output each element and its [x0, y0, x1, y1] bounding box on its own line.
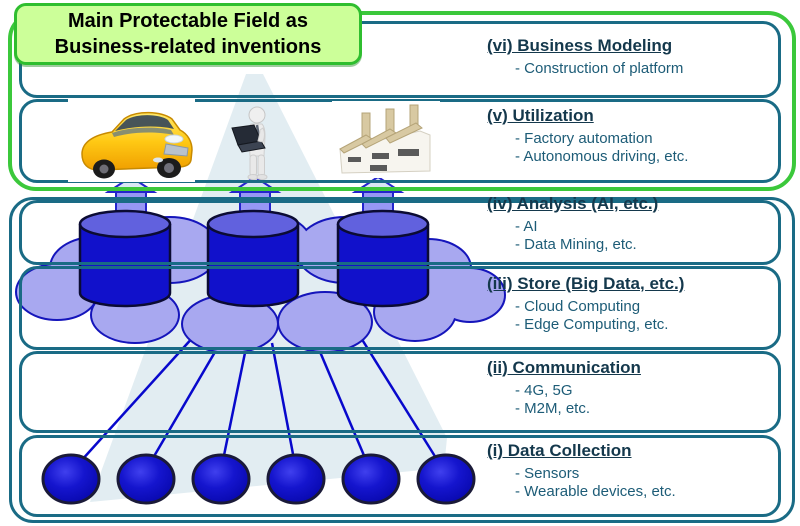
database-cylinder-group	[78, 209, 430, 308]
layer-item: - M2M, etc.	[515, 400, 591, 417]
layer-item: - Factory automation	[515, 130, 653, 147]
layer-label-analysis: (iv) Analysis (AI, etc.) - AI - Data Min…	[487, 194, 787, 254]
car-image	[68, 98, 195, 182]
sensor-node-icon	[416, 453, 476, 505]
layer-box-communication	[19, 351, 781, 433]
sensor-node-icon	[116, 453, 176, 505]
factory-image	[332, 101, 440, 178]
layer-box-utilization	[19, 99, 781, 183]
connection-lines	[70, 332, 448, 475]
sensor-node-icon	[191, 453, 251, 505]
layer-box-store	[19, 266, 781, 350]
banner-line-2: Business-related inventions	[54, 36, 322, 58]
layer-title: (ii) Communication	[487, 358, 641, 377]
main-protectable-banner: Main Protectable Field as Business-relat…	[14, 3, 362, 65]
layer-item: - Construction of platform	[515, 60, 684, 77]
layer-label-utilization: (v) Utilization - Factory automation - A…	[487, 106, 787, 166]
layer-title: (i) Data Collection	[487, 441, 632, 460]
layer-box-data-collection	[19, 435, 781, 517]
sensor-node-icon	[41, 453, 101, 505]
lower-layers-outer-frame	[9, 197, 795, 523]
layer-label-communication: (ii) Communication - 4G, 5G - M2M, etc.	[487, 358, 787, 418]
layer-label-business-modeling: (vi) Business Modeling - Construction of…	[487, 36, 787, 78]
layer-item: - Data Mining, etc.	[515, 236, 637, 253]
layer-item: - 4G, 5G	[515, 382, 573, 399]
database-cylinder-icon	[78, 209, 172, 308]
layer-box-analysis	[19, 200, 781, 265]
layer-item: - Edge Computing, etc.	[515, 316, 669, 333]
database-cylinder-icon	[206, 209, 300, 308]
layer-label-store: (iii) Store (Big Data, etc.) - Cloud Com…	[487, 274, 787, 334]
layer-item: - AI	[515, 218, 538, 235]
layer-title: (vi) Business Modeling	[487, 36, 673, 55]
layer-title: (iii) Store (Big Data, etc.)	[487, 274, 685, 293]
layer-item: - Wearable devices, etc.	[515, 483, 676, 500]
banner-line-1: Main Protectable Field as	[67, 10, 309, 32]
database-cylinder-icon	[336, 209, 430, 308]
layer-title: (v) Utilization	[487, 106, 594, 125]
layer-item: - Cloud Computing	[515, 298, 641, 315]
layer-item: - Autonomous driving, etc.	[515, 148, 689, 165]
sensor-node-group	[41, 453, 476, 505]
protectable-field-green-frame	[8, 11, 796, 191]
sensor-node-icon	[341, 453, 401, 505]
sensor-node-icon	[266, 453, 326, 505]
person-with-laptop-image	[224, 104, 284, 180]
layer-label-data-collection: (i) Data Collection - Sensors - Wearable…	[487, 441, 787, 501]
layer-title: (iv) Analysis (AI, etc.)	[487, 194, 659, 213]
layer-item: - Sensors	[515, 465, 580, 482]
